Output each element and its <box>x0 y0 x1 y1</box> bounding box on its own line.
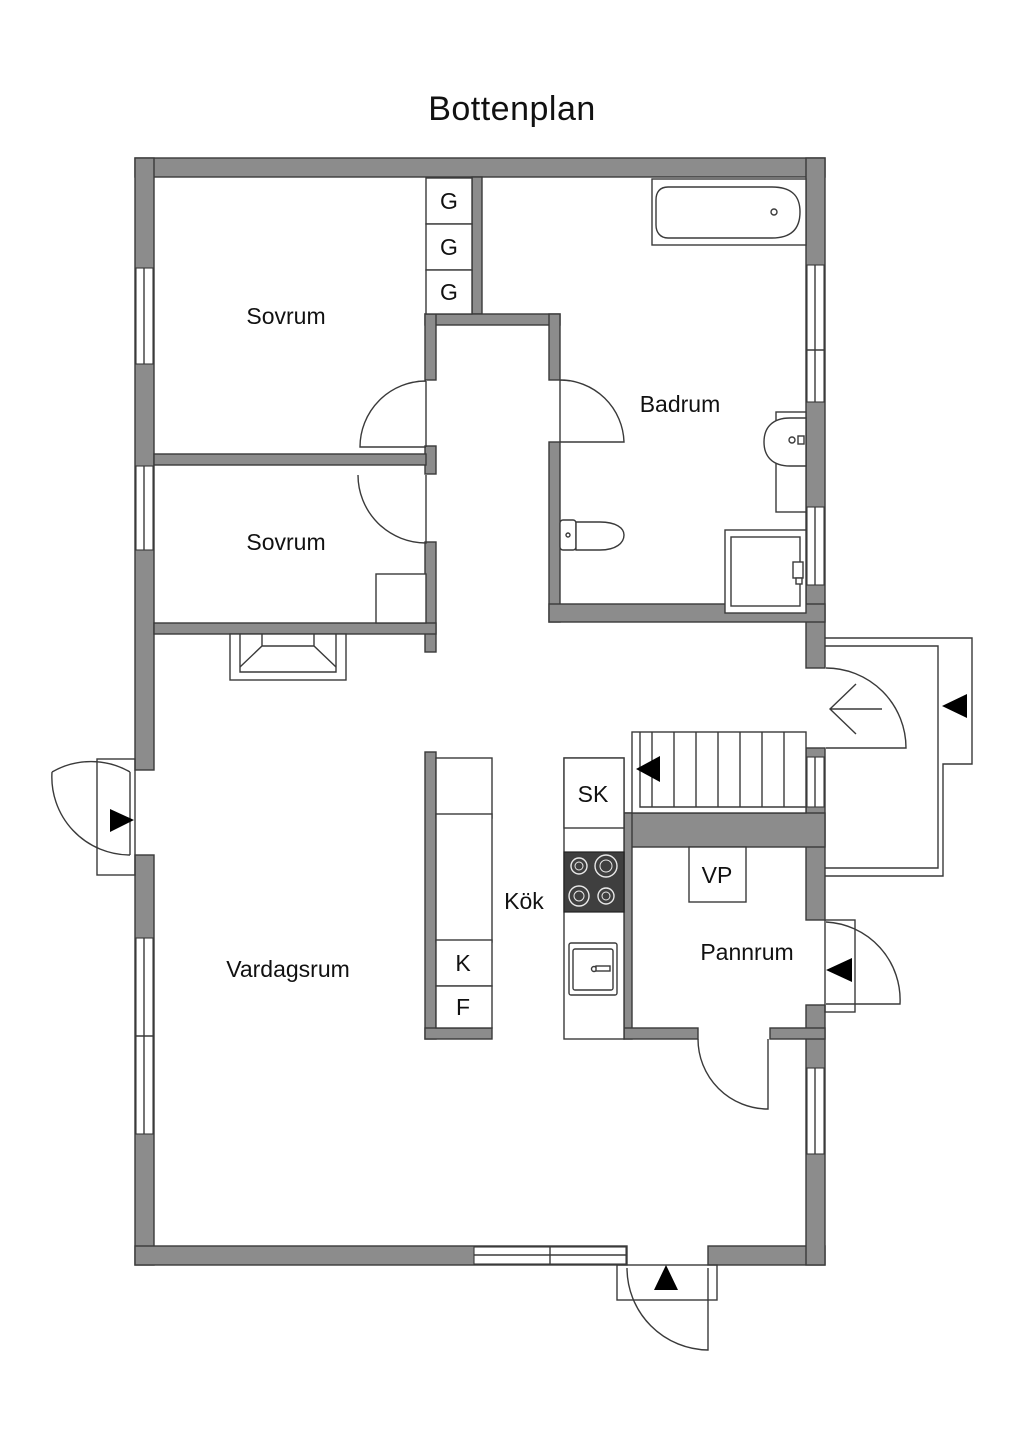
entries <box>96 637 973 1301</box>
freezer-label: F <box>456 994 470 1020</box>
wall-island <box>424 751 437 1040</box>
wall-boiler-top <box>623 812 826 848</box>
wall-bedroom-bottom <box>153 622 437 635</box>
door-swing-icon <box>825 921 901 1005</box>
wall-right-1 <box>805 157 826 669</box>
door-swing-icon <box>697 1038 769 1110</box>
door-swing-icon <box>559 379 625 443</box>
wall-boiler-bottom-1 <box>623 1027 699 1040</box>
door-swing-icon <box>359 380 427 448</box>
toilet-icon <box>559 519 625 551</box>
wardrobe-label-2: G <box>440 234 458 260</box>
wardrobe-label-1: G <box>440 188 458 214</box>
wardrobes <box>425 177 473 315</box>
freezer <box>435 985 493 1029</box>
bedroom-cabinet <box>375 573 427 624</box>
room-label-bathroom: Badrum <box>640 391 721 417</box>
wall-hall-top <box>424 313 561 326</box>
room-label-boiler-room: Pannrum <box>700 939 793 965</box>
entry-arrow-icon <box>654 1265 678 1290</box>
island-counter <box>435 757 493 819</box>
door-swing-icon <box>626 1267 709 1351</box>
entry-landing-boiler <box>824 919 856 1013</box>
fridge-label: K <box>455 950 471 976</box>
entry-porch-right <box>825 637 973 877</box>
sink-icon <box>568 942 618 996</box>
wall-boiler-bottom-2 <box>769 1027 826 1040</box>
room-label-bedroom-1: Sovrum <box>246 303 325 329</box>
wall-top <box>134 157 826 178</box>
room-label-kitchen: Kök <box>504 888 544 914</box>
wall-hall-left <box>424 313 437 381</box>
walls <box>134 157 826 1266</box>
entry-arrow-icon <box>826 958 852 982</box>
entry-arrow-icon <box>942 694 967 718</box>
room-label-bedroom-2: Sovrum <box>246 529 325 555</box>
water-heater <box>688 846 747 903</box>
wall-bath-left <box>548 441 561 623</box>
entry-arrow-icon <box>828 683 882 735</box>
wall-left-1 <box>134 157 155 771</box>
windows <box>135 264 825 1265</box>
entry-arrow-icon <box>110 809 134 832</box>
stove-icon <box>563 851 625 913</box>
plan-title: Bottenplan <box>428 90 596 128</box>
wardrobe-label-3: G <box>440 279 458 305</box>
wall-bath-left-top <box>548 313 561 381</box>
water-heater-label: VP <box>702 862 733 888</box>
labels: Sovrum Sovrum Badrum Kök Vardagsrum Pann… <box>226 188 793 1020</box>
door-swing-icon <box>357 474 427 544</box>
fridge <box>435 939 493 987</box>
wall-bedroom-divider <box>153 453 427 466</box>
entry-landing-bottom <box>616 1264 718 1301</box>
wall-boiler-left <box>623 812 633 1040</box>
doors <box>51 379 907 1351</box>
door-swing-icon <box>825 667 907 749</box>
stair-arrow-icon <box>636 756 660 782</box>
wall-island-bottom <box>424 1027 493 1040</box>
wall-wardrobe <box>471 176 483 315</box>
cabinet-label: SK <box>578 781 609 807</box>
door-swing-icon <box>51 760 131 856</box>
washbasin-icon <box>763 417 807 467</box>
bathtub-icon <box>651 178 807 246</box>
room-label-living-room: Vardagsrum <box>226 956 350 982</box>
kitchen-fixtures <box>435 757 625 1040</box>
island-counter <box>435 813 493 943</box>
stair-icon <box>631 731 807 814</box>
cabinet-sk <box>563 757 625 829</box>
entry-landing-left <box>96 758 136 876</box>
fireplace-icon <box>229 633 347 681</box>
wardrobe-3 <box>425 269 473 315</box>
bathroom-fixtures <box>559 178 807 614</box>
